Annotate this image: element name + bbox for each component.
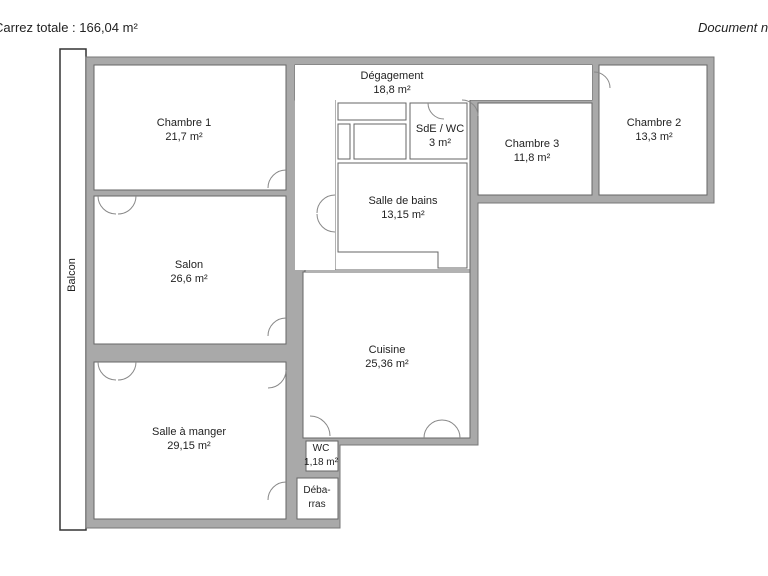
room-chambre-1 xyxy=(93,64,287,191)
room-label-chambre-1: Chambre 1 21,7 m² xyxy=(157,116,211,144)
door-arc xyxy=(461,99,479,117)
room-degagement-corridor xyxy=(295,65,592,100)
room-label-chambre-3: Chambre 3 11,8 m² xyxy=(505,137,559,165)
room-name: Cuisine xyxy=(368,344,406,356)
doors xyxy=(97,71,611,501)
room-area: 18,8 m² xyxy=(373,84,411,96)
room-sde-wc xyxy=(409,102,468,160)
closet xyxy=(337,123,351,160)
room-name: Salle de bains xyxy=(368,195,438,207)
room-salon xyxy=(93,195,287,345)
closet xyxy=(353,123,407,160)
door-arc xyxy=(267,369,287,389)
door-arc xyxy=(423,419,443,439)
room-degagement-side xyxy=(295,65,335,270)
room-label-chambre-2: Chambre 2 13,3 m² xyxy=(627,116,681,144)
door-arc xyxy=(267,169,287,189)
room-label-sde-wc: SdE / WC 3 m² xyxy=(416,122,464,150)
room-area: 25,36 m² xyxy=(365,358,409,370)
room-label-cuisine: Cuisine 25,36 m² xyxy=(365,343,408,371)
closet xyxy=(337,102,407,121)
door-arc xyxy=(117,361,137,381)
room-name: Chambre 3 xyxy=(504,138,560,150)
room-area: 21,7 m² xyxy=(165,131,203,143)
room-name: SdE / WC xyxy=(415,123,465,135)
room-label-debarras: Déba- rras xyxy=(303,484,330,512)
balcony-label: Balcon xyxy=(66,258,78,292)
room-area: 13,15 m² xyxy=(381,209,425,221)
room-debarras xyxy=(296,477,339,520)
door-arc xyxy=(441,419,461,439)
room-label-salle-a-manger: Salle à manger 29,15 m² xyxy=(152,425,226,453)
room-area: 13,3 m² xyxy=(635,131,673,143)
room-name: Chambre 1 xyxy=(156,117,212,129)
room-label-wc: WC 1,18 m² xyxy=(304,442,338,470)
room-salle-de-bains xyxy=(337,162,468,269)
door-arc xyxy=(593,71,611,89)
room-area: 26,6 m² xyxy=(170,273,208,285)
door-arc xyxy=(97,361,117,381)
room-label-degagement: Dégagement 18,8 m² xyxy=(361,69,424,97)
room-name: WC xyxy=(312,443,330,454)
room-name: Déba- rras xyxy=(303,485,331,510)
room-area: 29,15 m² xyxy=(167,440,211,452)
room-chambre-2 xyxy=(598,64,708,196)
room-name: Dégagement xyxy=(360,70,424,82)
door-arc xyxy=(427,102,445,120)
room-wc xyxy=(305,440,339,472)
room-name: Chambre 2 xyxy=(626,117,682,129)
room-area: 3 m² xyxy=(428,137,451,149)
balcony xyxy=(59,48,87,531)
room-chambre-3 xyxy=(477,102,593,196)
total-area-text: Carrez totale : 166,04 m² xyxy=(0,20,138,35)
room-label-salon: Salon 26,6 m² xyxy=(170,258,207,286)
room-name: Salon xyxy=(174,259,204,271)
room-name: Salle à manger xyxy=(152,426,226,438)
room-cuisine xyxy=(302,271,471,439)
room-area: 1,18 m² xyxy=(304,457,338,468)
door-arc xyxy=(267,317,287,337)
room-area: 11,8 m² xyxy=(513,152,551,164)
document-number-text: Document n xyxy=(698,20,768,35)
room-salle-a-manger xyxy=(93,361,287,520)
door-arc xyxy=(267,481,287,501)
door-arc xyxy=(309,415,331,437)
door-arc xyxy=(97,195,117,215)
door-arc xyxy=(117,195,137,215)
door-arc xyxy=(316,213,336,233)
room-label-salle-de-bains: Salle de bains 13,15 m² xyxy=(368,194,437,222)
door-arc xyxy=(316,194,336,214)
